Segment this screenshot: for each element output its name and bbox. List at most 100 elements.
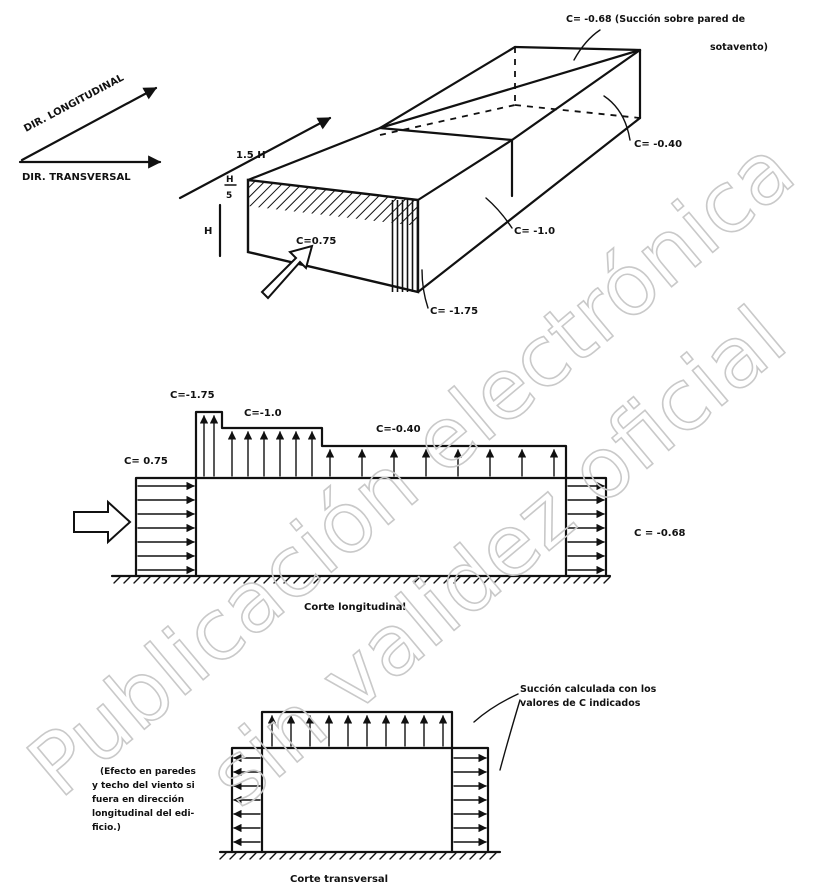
long-roof-pressure-envelope bbox=[194, 410, 568, 480]
trans-right-arrows bbox=[453, 753, 487, 847]
windward-arrows bbox=[137, 481, 195, 575]
trans-building-outline bbox=[260, 746, 454, 854]
ground-hatch-mark bbox=[153, 576, 161, 584]
effect-note-line4: longitudinal del edi- bbox=[92, 809, 195, 819]
ground-hatch-mark bbox=[403, 576, 411, 584]
long-c-075-label: C= 0.75 bbox=[124, 456, 168, 467]
effect-note-line5: ficio.) bbox=[92, 823, 121, 833]
ground-hatch-mark bbox=[369, 852, 377, 860]
trans-right-block bbox=[450, 746, 490, 854]
ground-hatch-mark bbox=[553, 576, 561, 584]
leeward-suction-block bbox=[564, 476, 608, 578]
roof-division bbox=[378, 126, 514, 142]
ground-hatch-mark bbox=[383, 576, 391, 584]
effect-note-line2: y techo del viento si bbox=[92, 781, 195, 791]
ground-hatch-mark bbox=[269, 852, 277, 860]
ground-hatch-mark bbox=[393, 576, 401, 584]
ground-hatch-mark bbox=[173, 576, 181, 584]
ground-hatch-mark bbox=[399, 852, 407, 860]
ground-hatch-mark bbox=[433, 576, 441, 584]
transversal-caption: Corte transversal bbox=[290, 874, 388, 885]
ground-hatch-mark bbox=[489, 852, 497, 860]
ground-hatch-mark bbox=[603, 576, 611, 584]
ground-hatch-mark bbox=[503, 576, 511, 584]
trans-left-block bbox=[230, 746, 264, 854]
ground-hatch-mark bbox=[303, 576, 311, 584]
ground-hatch-mark bbox=[343, 576, 351, 584]
long-c-068-label: C = -0.68 bbox=[634, 528, 686, 539]
trans-left-arrows bbox=[233, 753, 261, 847]
ground-hatch-mark bbox=[429, 852, 437, 860]
c-10-leader bbox=[485, 197, 513, 229]
ground-hatch-mark bbox=[329, 852, 337, 860]
height-dimension-label: H bbox=[204, 226, 212, 237]
ground-hatch-mark bbox=[203, 576, 211, 584]
ground-hatch-mark bbox=[409, 852, 417, 860]
ground-hatch-mark bbox=[573, 576, 581, 584]
ground-hatch-mark bbox=[523, 576, 531, 584]
ground-hatch-mark bbox=[443, 576, 451, 584]
ground-hatch-mark bbox=[379, 852, 387, 860]
roof-left-edge bbox=[246, 48, 642, 182]
note-leader-roof bbox=[473, 693, 519, 723]
long-c-175-label: C=-1.75 bbox=[170, 390, 215, 401]
ground-hatch-mark bbox=[299, 852, 307, 860]
suction-note-line1: Succión calculada con los bbox=[520, 684, 657, 695]
ground-hatch-mark bbox=[389, 852, 397, 860]
side-bottom-edge bbox=[416, 116, 642, 294]
leeward-arrows bbox=[567, 481, 605, 575]
ground-hatch-mark bbox=[289, 852, 297, 860]
dir-longitudinal-label: DIR. LONGITUDINAL bbox=[22, 72, 126, 134]
ground-hatch-mark bbox=[249, 852, 257, 860]
ground-hatch-mark bbox=[373, 576, 381, 584]
ground-hatch-mark bbox=[123, 576, 131, 584]
ground-hatch-mark bbox=[593, 576, 601, 584]
h-over-5-bottom: 5 bbox=[226, 191, 232, 201]
ground-hatch-mark bbox=[293, 576, 301, 584]
ground-hatch-mark bbox=[239, 852, 247, 860]
h-over-5-top: H bbox=[226, 175, 234, 185]
ground-hatch-mark bbox=[313, 576, 321, 584]
effect-note-line3: fuera en dirección bbox=[92, 794, 184, 805]
transversal-section: Succión calculada con los valores de C i… bbox=[92, 684, 657, 885]
ground-hatch-mark bbox=[143, 576, 151, 584]
ground-hatch-mark bbox=[513, 576, 521, 584]
ground-hatch-mark bbox=[333, 576, 341, 584]
ground-hatch-mark bbox=[223, 576, 231, 584]
c-10-label: C= -1.0 bbox=[514, 226, 555, 237]
ground-hatch-mark bbox=[413, 576, 421, 584]
ground-hatch-mark bbox=[273, 576, 281, 584]
ground-hatch-mark bbox=[483, 576, 491, 584]
ground-hatch-mark bbox=[469, 852, 477, 860]
dir-transversal-label: DIR. TRANSVERSAL bbox=[22, 172, 131, 183]
ground-hatch-mark bbox=[259, 852, 267, 860]
ground-hatch-mark bbox=[193, 576, 201, 584]
c-040-leader bbox=[603, 95, 631, 141]
suction-label-line1: C= -0.68 (Succión sobre pared de bbox=[566, 14, 745, 25]
ground-hatch-mark bbox=[263, 576, 271, 584]
ground-hatch-mark bbox=[493, 576, 501, 584]
longitudinal-section: C=-1.75 C=-1.0 C=-0.40 C= 0.75 C = -0.68… bbox=[73, 390, 686, 613]
ground-hatch-mark bbox=[439, 852, 447, 860]
ground-hatch-mark bbox=[163, 576, 171, 584]
length-dimension-line bbox=[178, 116, 332, 200]
long-wind-arrow bbox=[73, 499, 132, 545]
ground-hatch-mark bbox=[563, 576, 571, 584]
ground-hatch-mark bbox=[363, 576, 371, 584]
windward-pressure-block bbox=[134, 476, 198, 578]
ground-hatch-mark bbox=[453, 576, 461, 584]
ground-hatch-mark bbox=[583, 576, 591, 584]
ground-hatch-mark bbox=[283, 576, 291, 584]
ground-hatch-mark bbox=[463, 576, 471, 584]
windward-hatch bbox=[248, 180, 418, 226]
long-roof-arrows bbox=[199, 415, 559, 477]
hidden-edge-bottom bbox=[514, 104, 641, 119]
ground-hatch-mark bbox=[349, 852, 357, 860]
ground-hatch-mark bbox=[253, 576, 261, 584]
trans-ground-hatch bbox=[219, 852, 497, 860]
ground-hatch-mark bbox=[423, 576, 431, 584]
back-top-edge bbox=[513, 45, 642, 52]
c-075-label: C=0.75 bbox=[296, 236, 336, 247]
ground-hatch-mark bbox=[473, 576, 481, 584]
